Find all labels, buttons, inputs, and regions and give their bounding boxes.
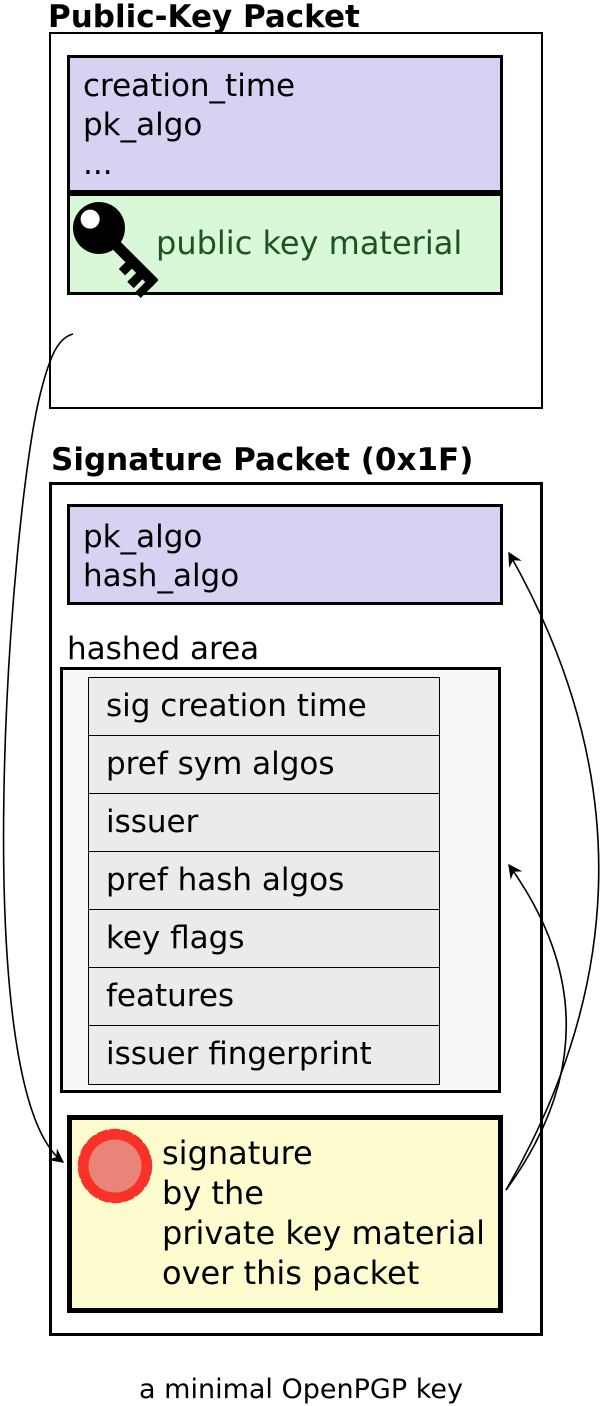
public-key-packet-title: Public-Key Packet	[48, 0, 360, 35]
public-key-header-fields-box: creation_time pk_algo ...	[67, 55, 503, 193]
subpacket-row: pref sym algos	[89, 736, 439, 794]
subpacket-row: issuer	[89, 794, 439, 852]
field-ellipsis: ...	[83, 146, 113, 182]
field-pk-algo: pk_algo	[83, 519, 203, 555]
public-key-material-box: public key material	[67, 193, 503, 295]
subpacket-row: sig creation time	[89, 678, 439, 736]
subpacket-row: features	[89, 968, 439, 1026]
hashed-area-label: hashed area	[67, 631, 260, 667]
subpacket-row: issuer fingerprint	[89, 1026, 439, 1084]
signature-text: signature by the private key material ov…	[162, 1133, 485, 1293]
signature-packet-title: Signature Packet (0x1F)	[51, 442, 474, 478]
signature-header-fields-box: pk_algo hash_algo	[67, 504, 503, 605]
signature-text-line: private key material	[162, 1214, 486, 1252]
signature-text-line: over this packet	[162, 1254, 420, 1292]
public-key-material-label: public key material	[156, 224, 463, 262]
diagram-caption: a minimal OpenPGP key	[139, 1374, 463, 1405]
signature-text-line: by the	[162, 1174, 264, 1212]
field-pk-algo: pk_algo	[83, 107, 203, 143]
field-creation-time: creation_time	[83, 68, 296, 104]
subpacket-row: pref hash algos	[89, 852, 439, 910]
field-hash-algo: hash_algo	[83, 558, 240, 594]
signature-text-line: signature	[162, 1134, 313, 1172]
subpacket-table: sig creation time pref sym algos issuer …	[88, 677, 440, 1085]
subpacket-row: key flags	[89, 910, 439, 968]
